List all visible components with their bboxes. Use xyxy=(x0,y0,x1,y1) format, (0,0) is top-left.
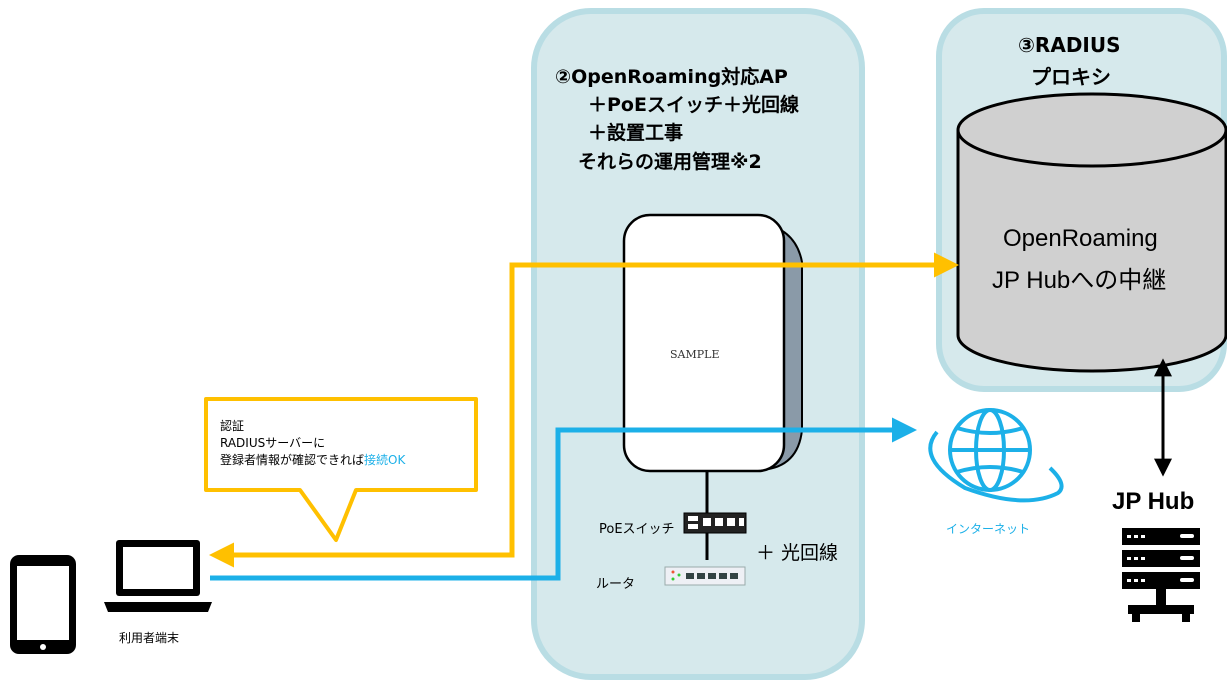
auth-flow-line xyxy=(209,252,959,568)
radius-title-2: プロキシ xyxy=(1031,65,1111,89)
callout-line-3-prefix: 登録者情報が確認できれば xyxy=(220,453,365,467)
cylinder-text-2: JP Hubへの中継 xyxy=(992,267,1167,294)
cylinder-text-1: OpenRoaming xyxy=(1003,225,1158,252)
tablet-icon xyxy=(10,555,76,654)
globe-icon xyxy=(928,408,1064,503)
router-icon xyxy=(664,566,746,586)
user-device-label: 利用者端末 xyxy=(119,631,180,645)
callout-line-2: RADIUSサーバーに xyxy=(220,436,326,450)
callout-bubble xyxy=(204,397,478,542)
internet-label: インターネット xyxy=(946,522,1031,536)
jp-hub-label: JP Hub xyxy=(1112,488,1195,515)
callout-line-3: 登録者情報が確認できれば接続OK xyxy=(220,451,405,468)
ap-panel-title-3: ＋設置工事 xyxy=(588,122,684,144)
callout-line-1: 認証 xyxy=(220,419,245,433)
laptop-icon xyxy=(104,540,212,612)
ap-panel-title-1: ②OpenRoaming対応AP xyxy=(555,66,788,88)
server-icon xyxy=(1122,528,1200,622)
poe-switch-label: PoEスイッチ xyxy=(599,522,675,537)
data-flow-line xyxy=(210,417,917,581)
radius-cylinder xyxy=(956,92,1227,373)
ap-panel-title-4: それらの運用管理※2 xyxy=(578,151,762,173)
ap-brand-text: SAMPLE xyxy=(670,348,719,361)
ap-panel-title-2: ＋PoEスイッチ＋光回線 xyxy=(588,94,799,116)
router-label: ルータ xyxy=(596,577,636,592)
fiber-label: ＋ 光回線 xyxy=(756,542,839,564)
radius-title-1: ③RADIUS xyxy=(1018,33,1121,57)
access-point-device: SAMPLE xyxy=(622,213,803,473)
callout-highlight: 接続OK xyxy=(364,453,406,467)
poe-switch-icon xyxy=(683,512,747,534)
